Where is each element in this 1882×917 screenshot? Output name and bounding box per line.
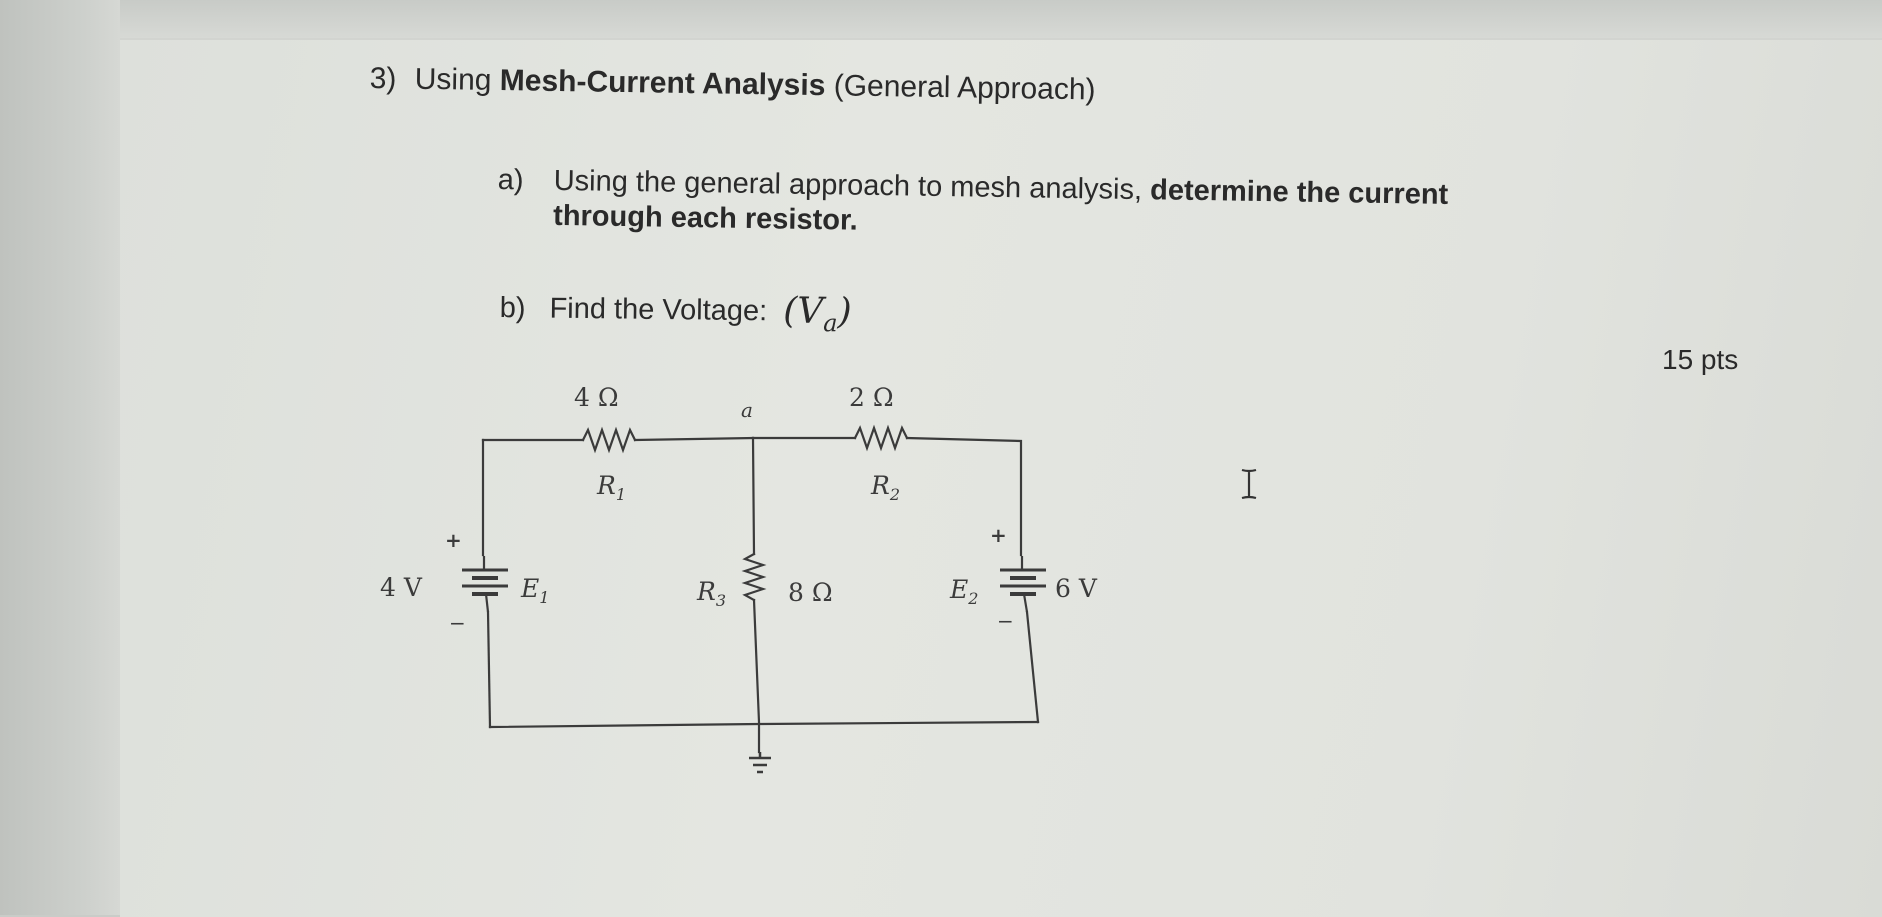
e1-plus: +	[445, 528, 462, 552]
e2-label: E2	[949, 575, 978, 608]
resistor-r3	[741, 552, 767, 602]
wire-right-lower	[1025, 610, 1040, 724]
battery-e1	[462, 556, 508, 613]
wire-middle-lower	[752, 598, 761, 754]
e1-minus: −	[449, 611, 466, 635]
r1-label: R1	[596, 471, 626, 504]
wire-bottom	[488, 720, 1040, 729]
wire-middle-upper	[751, 436, 756, 556]
points-label: 15 pts	[1662, 344, 1739, 375]
resistor-r1	[581, 426, 637, 454]
r3-value: 8 Ω	[788, 578, 833, 607]
background-left-edge	[0, 0, 120, 915]
r2-value: 2 Ω	[849, 383, 894, 412]
r3-label-sub: 3	[716, 591, 726, 610]
e2-minus: −	[997, 609, 1014, 633]
e1-value: 4 V	[380, 573, 423, 602]
e2-value: 6 V	[1055, 574, 1098, 603]
r2-label-letter: R	[870, 471, 890, 500]
e1-label: E1	[520, 574, 549, 607]
e2-label-letter: E	[949, 575, 968, 604]
e1-label-letter: E	[520, 574, 539, 603]
r1-value: 4 Ω	[574, 383, 619, 412]
ground-icon	[749, 752, 771, 774]
e2-label-sub: 2	[967, 589, 978, 608]
e1-label-sub: 1	[539, 588, 549, 607]
wire-top-middle-left	[633, 436, 755, 442]
wire-top-right	[905, 436, 1023, 557]
r3-label-letter: R	[696, 577, 716, 606]
r1-label-letter: R	[596, 471, 616, 500]
background-top-edge	[120, 0, 1882, 38]
text-cursor-icon	[1241, 468, 1257, 500]
wire-left-lower	[486, 610, 492, 729]
resistor-r2	[853, 424, 909, 452]
r2-label: R2	[870, 471, 900, 504]
battery-e2	[1000, 556, 1046, 613]
r1-label-sub: 1	[616, 485, 626, 504]
e2-plus: +	[990, 523, 1007, 547]
r3-label: R3	[696, 577, 726, 610]
document-page	[120, 38, 1882, 917]
node-a-label: a	[741, 398, 753, 422]
r2-label-sub: 2	[889, 485, 900, 504]
